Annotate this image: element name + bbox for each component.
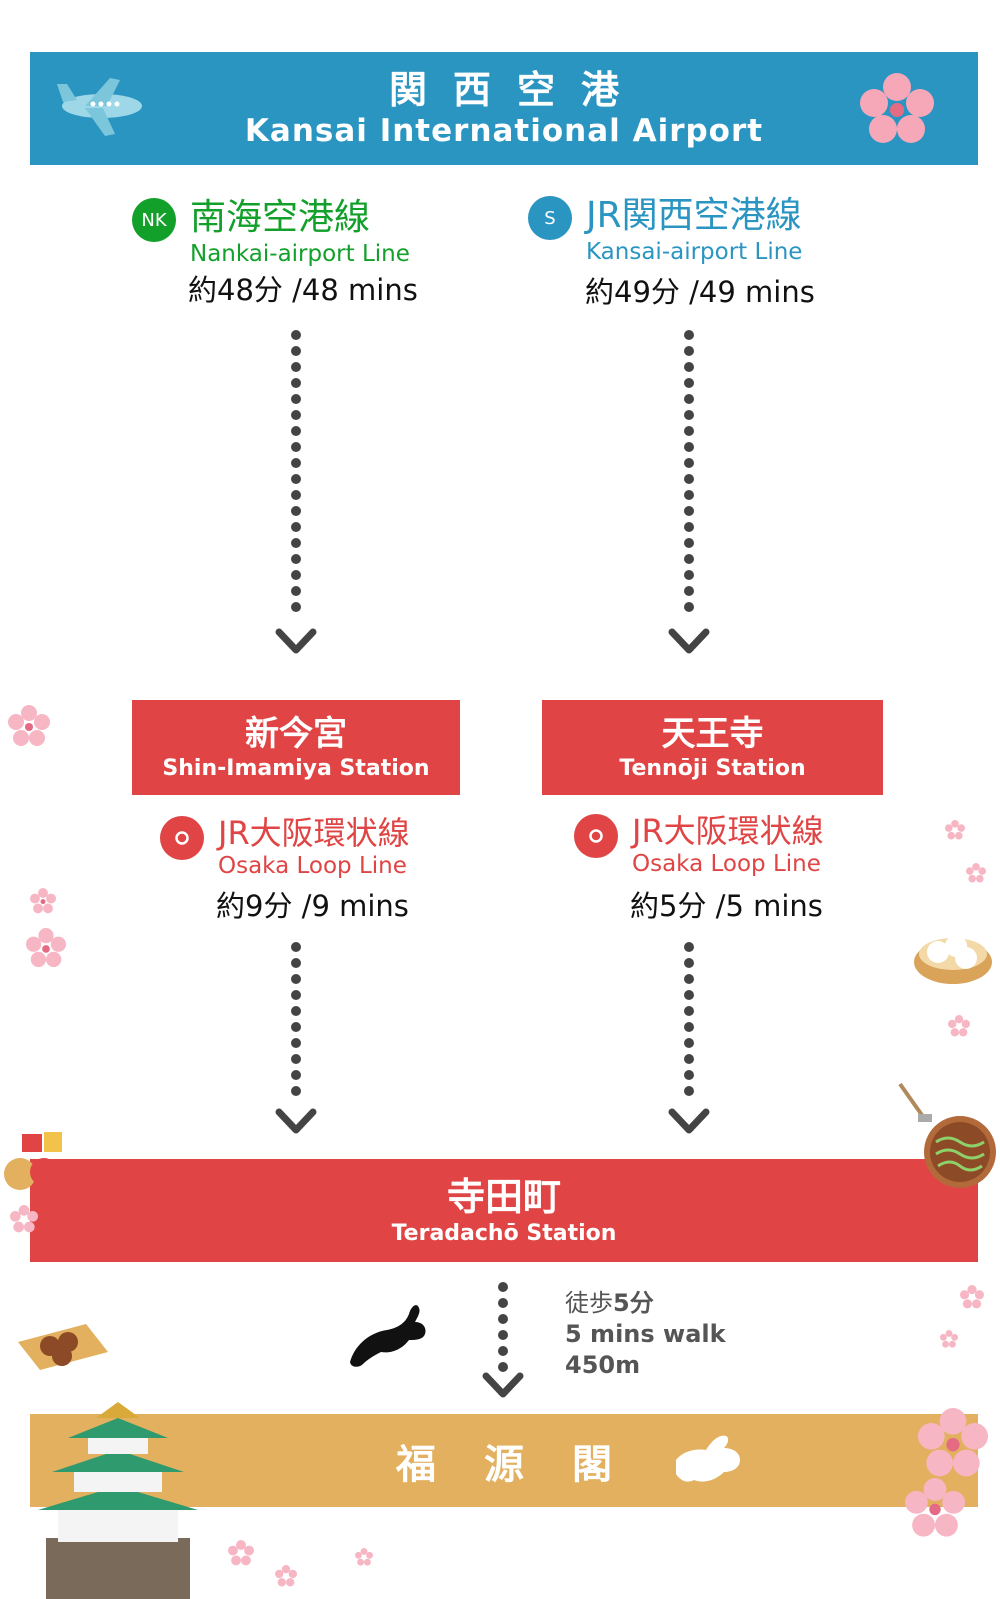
station-tennoji: 天王寺 Tennōji Station: [542, 700, 883, 795]
cherry-blossom-icon: [945, 820, 965, 840]
arrow-down-icon: [275, 628, 317, 654]
line-name-jp: 南海空港線: [190, 197, 371, 238]
okonomiyaki-icon: [898, 1082, 996, 1188]
line-nankai: NK 南海空港線 Nankai-airport Line: [132, 196, 410, 268]
dotted-arrow: [679, 942, 699, 1102]
rabbit-icon: [350, 1305, 426, 1367]
walk-time-jp: 徒歩5分: [565, 1289, 654, 1317]
cherry-blossom-icon: [26, 928, 66, 968]
takoyaki-icon: [18, 1324, 108, 1370]
line-name-jp: JR大阪環状線: [632, 812, 824, 850]
line-name-en: Osaka Loop Line: [632, 851, 821, 877]
line-osaka-loop: JR大阪環状線 Osaka Loop Line: [574, 812, 824, 878]
station-name-en: Teradachō Station: [391, 1220, 617, 1246]
arrow-down-icon: [275, 1108, 317, 1134]
destination-name-jp: 福源閣: [396, 1441, 660, 1488]
rabbit-icon: [676, 1435, 740, 1482]
loop-line-ring-icon: [160, 816, 204, 860]
dotted-arrow: [286, 942, 306, 1102]
line-name-jp: JR関西空港線: [586, 195, 802, 236]
airport-name-jp: 関西空港: [388, 67, 645, 112]
arrow-down-icon: [482, 1372, 524, 1398]
station-teradacho: 寺田町 Teradachō Station: [30, 1159, 978, 1262]
airport-name-en: Kansai International Airport: [244, 112, 764, 149]
station-name-jp: 寺田町: [446, 1174, 561, 1219]
cherry-blossom-icon: [960, 1285, 984, 1309]
steamed-bun-basket-icon: [914, 935, 992, 984]
line-osaka-loop: JR大阪環状線 Osaka Loop Line: [160, 814, 410, 880]
cherry-blossom-icon: [10, 1205, 38, 1233]
walk-time-en: 5 mins walk: [565, 1320, 726, 1348]
walk-distance: 450m: [565, 1351, 641, 1379]
arrow-down-icon: [668, 1108, 710, 1134]
station-name-en: Tennōji Station: [619, 755, 806, 781]
dotted-arrow: [679, 330, 699, 618]
cherry-blossom-icon: [940, 1330, 958, 1348]
line-name-en: Nankai-airport Line: [190, 241, 410, 267]
destination-banner: 福源閣: [30, 1414, 978, 1507]
cherry-blossom-icon: [905, 1478, 965, 1537]
station-name-jp: 天王寺: [661, 713, 764, 754]
station-name-en: Shin-Imamiya Station: [162, 755, 430, 781]
line-badge-s: S: [528, 196, 572, 240]
cherry-blossom-icon: [948, 1015, 970, 1037]
travel-time: 約9分 /9 mins: [216, 889, 409, 923]
arrow-down-icon: [668, 628, 710, 654]
line-name-en: Osaka Loop Line: [218, 853, 407, 879]
cherry-blossom-icon: [355, 1548, 373, 1566]
station-name-jp: 新今宮: [245, 713, 347, 754]
station-shin-imamiya: 新今宮 Shin-Imamiya Station: [132, 700, 460, 795]
osaka-castle-icon: [38, 1402, 198, 1599]
line-name-jp: JR大阪環状線: [218, 814, 410, 852]
cherry-blossom-icon: [228, 1540, 254, 1566]
airport-banner: 関西空港 Kansai International Airport: [30, 52, 978, 165]
cherry-blossom-icon: [275, 1565, 297, 1587]
loop-line-ring-icon: [574, 814, 618, 858]
cherry-blossom-icon: [966, 863, 986, 883]
cherry-blossom-icon: [860, 73, 934, 143]
dotted-arrow: [286, 330, 306, 618]
cherry-blossom-icon: [8, 705, 50, 746]
travel-time: 約49分 /49 mins: [585, 275, 815, 309]
travel-time: 約5分 /5 mins: [630, 889, 823, 923]
line-name-en: Kansai-airport Line: [586, 239, 803, 265]
walk-info: 徒歩5分 5 mins walk 450m: [565, 1288, 726, 1381]
line-badge-nk: NK: [132, 198, 176, 242]
lucky-charm-icon: [4, 1132, 62, 1190]
travel-time: 約48分 /48 mins: [188, 273, 418, 307]
cherry-blossom-icon: [30, 888, 56, 914]
cherry-blossom-icon: [918, 1408, 988, 1477]
dotted-arrow: [493, 1282, 513, 1378]
line-jr-kansai: S JR関西空港線 Kansai-airport Line: [528, 194, 802, 266]
airplane-icon: [57, 78, 142, 136]
